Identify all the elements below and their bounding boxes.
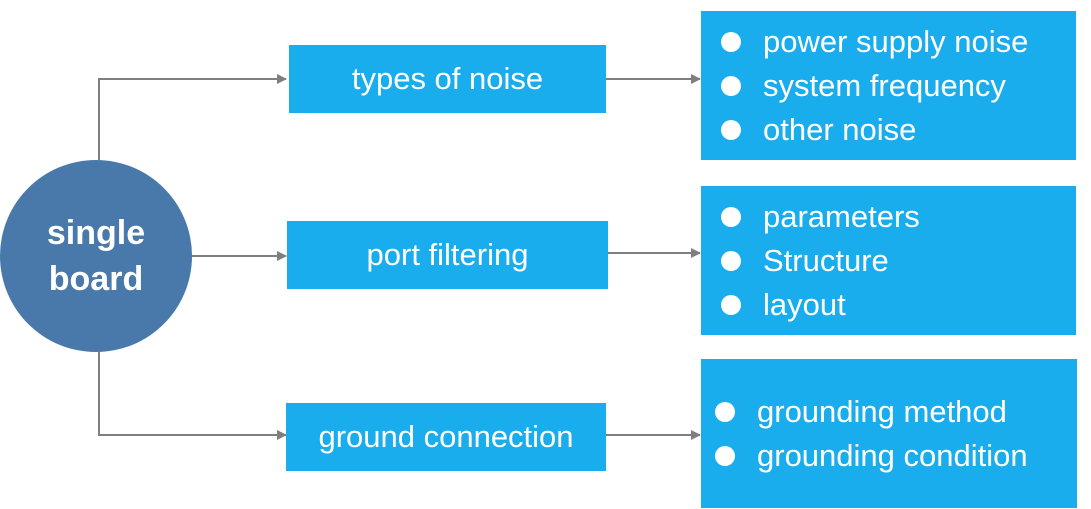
root-node-single-board: single board bbox=[0, 160, 192, 352]
category-label: types of noise bbox=[351, 61, 544, 96]
bullet-icon bbox=[721, 294, 741, 315]
list-item: Structure bbox=[721, 239, 1076, 283]
bullet-icon bbox=[715, 445, 735, 466]
list-item: grounding method bbox=[715, 390, 1077, 434]
detail-box-port-filtering: parameters Structure layout bbox=[701, 186, 1076, 335]
connector-root-ground-connection bbox=[98, 352, 287, 440]
list-item: other noise bbox=[721, 108, 1076, 152]
bullet-icon bbox=[721, 206, 741, 227]
category-label: ground connection bbox=[318, 419, 574, 454]
bullet-icon bbox=[721, 75, 741, 96]
connector-root-types-of-noise bbox=[98, 74, 287, 160]
list-item: power supply noise bbox=[721, 20, 1076, 64]
category-label: port filtering bbox=[366, 237, 529, 272]
bullet-icon bbox=[721, 250, 741, 271]
root-label-line1: single bbox=[46, 214, 146, 252]
category-box-port-filtering: port filtering bbox=[287, 221, 608, 289]
root-label-line2: board bbox=[48, 260, 144, 298]
bullet-icon bbox=[721, 31, 741, 52]
list-item: layout bbox=[721, 283, 1076, 327]
detail-list: grounding method grounding condition bbox=[715, 390, 1077, 478]
bullet-icon bbox=[721, 119, 741, 140]
detail-list: parameters Structure layout bbox=[721, 195, 1076, 327]
detail-box-ground-connection: grounding method grounding condition bbox=[701, 359, 1077, 508]
detail-list: power supply noise system frequency othe… bbox=[721, 20, 1076, 152]
detail-box-types-of-noise: power supply noise system frequency othe… bbox=[701, 11, 1076, 160]
category-box-ground-connection: ground connection bbox=[286, 403, 606, 471]
bullet-icon bbox=[715, 401, 735, 422]
category-box-types-of-noise: types of noise bbox=[289, 45, 606, 113]
list-item: parameters bbox=[721, 195, 1076, 239]
list-item: system frequency bbox=[721, 64, 1076, 108]
list-item: grounding condition bbox=[715, 434, 1077, 478]
